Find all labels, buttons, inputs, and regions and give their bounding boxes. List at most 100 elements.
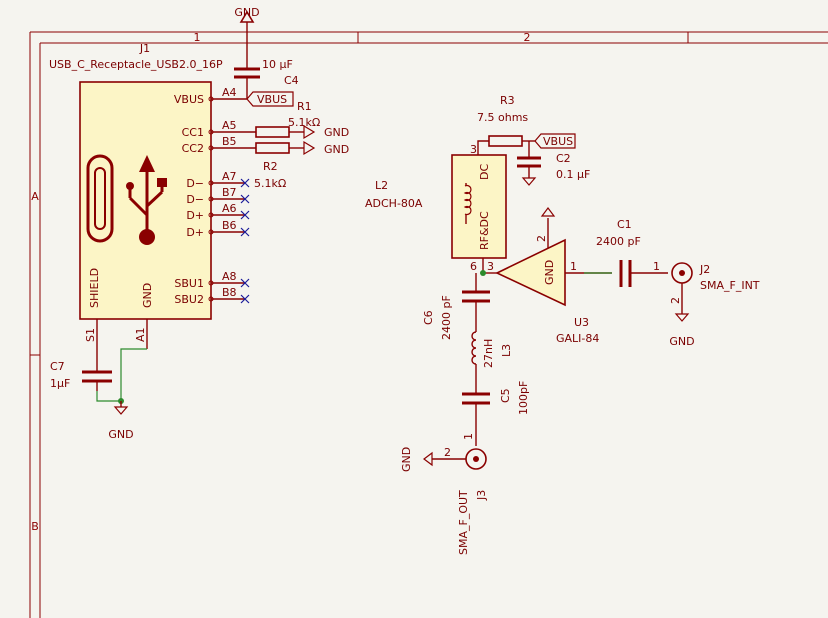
c6-value: 2400 pF [440,295,453,340]
c7-ref: C7 [50,360,65,373]
u3-pin-6: 6 [470,260,477,273]
j1-pin-sbu2: SBU2 [174,293,204,306]
j1-pin-num-a6: A6 [222,202,237,215]
c4-ref: C4 [284,74,299,87]
j3-sma-connector[interactable]: 1 2 GND SMA_F_OUT J3 [400,433,488,555]
l2-pin-dc: DC [478,164,491,180]
u3-pin-3: 3 [487,260,494,273]
vbus-label-j1-text: VBUS [257,93,287,106]
j1-pin-sbu1: SBU1 [174,277,204,290]
l3-inductor[interactable]: L3 27nH [471,331,513,394]
r2-value: 5.1kΩ [254,177,286,190]
u3-value: GALI-84 [556,332,599,345]
no-connect-markers [240,178,250,304]
j1-pin-vbus: VBUS [174,93,204,106]
gnd-r1-label: GND [324,126,349,139]
j1-value: USB_C_Receptacle_USB2.0_16P [49,58,223,71]
j1-pin-dp1: D+ [186,209,204,222]
c1-value: 2400 pF [596,235,641,248]
j2-pin-2: 2 [669,297,682,304]
j2-sma-connector[interactable]: 1 2 J2 SMA_F_INT GND [653,260,760,348]
c5-ref: C5 [499,388,512,403]
j1-usb-c-connector[interactable]: J1 USB_C_Receptacle_USB2.0_16P VBUS CC1 … [49,42,256,349]
u3-pin-1: 1 [570,260,577,273]
l2-pin-rfdc: RF&DC [478,211,491,250]
junction-dot [480,270,486,276]
inductor-icon [463,184,472,216]
gnd-symbol-r1[interactable]: GND [303,124,349,140]
r1-value: 5.1kΩ [288,116,320,129]
top-gnd-symbol[interactable]: GND [234,6,260,62]
j1-pin-num-b8: B8 [222,286,237,299]
top-gnd-label: GND [234,6,259,19]
j1-pin-dp2: D+ [186,226,204,239]
j1-ref: J1 [139,42,150,55]
gnd-symbol-r2[interactable]: GND [303,140,349,156]
vbus-label-r3-text: VBUS [543,135,573,148]
r1-resistor[interactable]: R1 5.1kΩ [255,100,320,138]
l3-ref: L3 [500,344,513,357]
u3-pin-2: 2 [535,235,548,242]
j1-pin-num-a1: A1 [134,327,147,342]
usb-c-receptacle-icon [86,154,114,243]
c4-capacitor[interactable]: 10 µF C4 [234,58,299,99]
j1-pin-num-a5: A5 [222,119,237,132]
c2-value: 0.1 µF [556,168,590,181]
j1-pin-num-b6: B6 [222,219,237,232]
drawing-frame: 1 2 A B [29,31,828,618]
j2-ref: J2 [699,263,710,276]
j1-pin-shield: SHIELD [88,268,101,308]
c1-capacitor[interactable]: C1 2400 pF [584,218,668,287]
l2-body [451,154,507,259]
frame-row-b: B [31,520,39,533]
c1-ref: C1 [617,218,632,231]
r3-ref: R3 [500,94,515,107]
gnd-r2-label: GND [324,143,349,156]
gnd-symbol-c7[interactable]: GND [108,401,134,441]
c5-value: 100pF [517,381,530,415]
j1-pin-gnd: GND [141,283,154,308]
j1-pin-dm2: D− [186,193,204,206]
j2-pin-1: 1 [653,260,660,273]
c5-capacitor[interactable]: C5 100pF [462,381,530,446]
j3-ref: J3 [475,490,488,501]
l2-bias-tee[interactable]: L2 ADCH-80A DC RF&DC [365,154,507,273]
j1-pin-dm1: D− [186,177,204,190]
c7-capacitor[interactable]: C7 1µF [50,349,112,391]
j1-pin-num-s1: S1 [84,328,97,342]
u3-pin-gnd: GND [543,260,556,285]
c6-ref: C6 [422,310,435,325]
r2-ref: R2 [263,160,278,173]
l2-ref: L2 [375,179,388,192]
r2-resistor[interactable]: R2 5.1kΩ [254,142,304,190]
j3-value: SMA_F_OUT [457,490,470,555]
u3-amplifier[interactable]: GND 2 1 3 6 U3 GALI-84 [470,207,612,345]
r3-resistor[interactable]: R3 7.5 ohms 3 [470,94,535,156]
l2-pin-3: 3 [470,143,477,156]
frame-col-1: 1 [194,31,201,44]
gnd-c7-label: GND [108,428,133,441]
c2-capacitor[interactable]: C2 0.1 µF [517,141,590,186]
c6-capacitor[interactable]: C6 2400 pF [422,273,490,340]
gnd-j3-label: GND [400,447,413,472]
j1-right-pins [208,96,256,302]
gnd-wires [96,348,147,404]
usb-logo-icon [126,155,167,245]
frame-col-2: 2 [524,31,531,44]
j2-value: SMA_F_INT [700,279,760,292]
u3-ref: U3 [574,316,589,329]
j3-pin-1: 1 [462,433,475,440]
c2-ref: C2 [556,152,571,165]
j1-pin-cc1: CC1 [182,126,204,139]
c4-value: 10 µF [262,58,293,71]
j1-pin-num-a4: A4 [222,86,237,99]
j1-pin-num-a7: A7 [222,170,237,183]
vbus-label-j1[interactable]: VBUS [246,91,294,107]
j3-pin-2: 2 [444,446,451,459]
j1-pin-num-a8: A8 [222,270,237,283]
vbus-label-r3[interactable]: VBUS [534,133,576,149]
c7-value: 1µF [50,377,70,390]
r1-ref: R1 [297,100,312,113]
j1-pin-cc2: CC2 [182,142,204,155]
